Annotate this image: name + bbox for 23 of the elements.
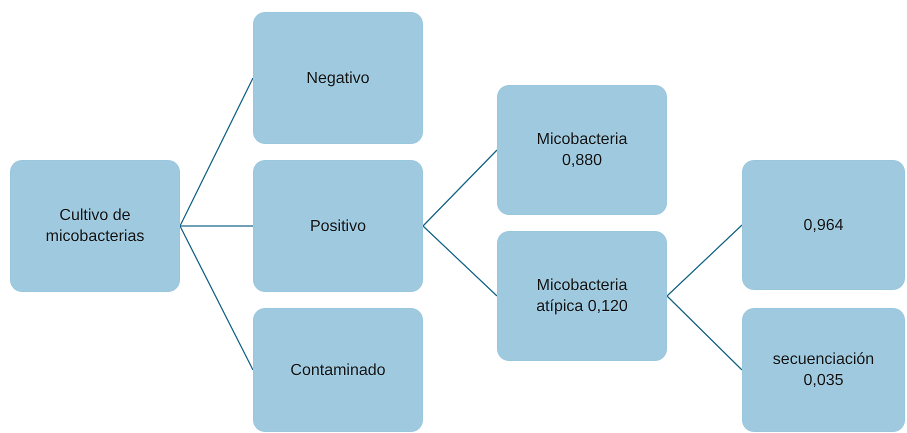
box-label: Negativo [306,68,370,88]
process-box [742,160,905,290]
connector-line [179,226,254,370]
box-label: Cultivo de micobacterias [44,206,146,247]
box-label: Positivo [310,216,366,236]
connector-line [179,78,254,226]
process-box [497,85,667,215]
process-box [10,160,180,292]
process-box [253,12,423,144]
box-label: Micobacteria atípica 0,120 [535,276,629,317]
process-box [253,308,423,432]
connector-line [666,296,742,370]
process-box [253,160,423,292]
connector-line [666,224,742,296]
box-label: Micobacteria 0,880 [536,130,628,171]
box-label: 0,964 [803,216,844,236]
box-label: secuenciación 0,035 [772,350,876,391]
connector-line [180,225,253,227]
process-box [742,308,905,432]
process-box [497,231,667,361]
connector-line [422,226,498,296]
connector-line [422,150,498,226]
box-label: Contaminado [290,360,386,380]
